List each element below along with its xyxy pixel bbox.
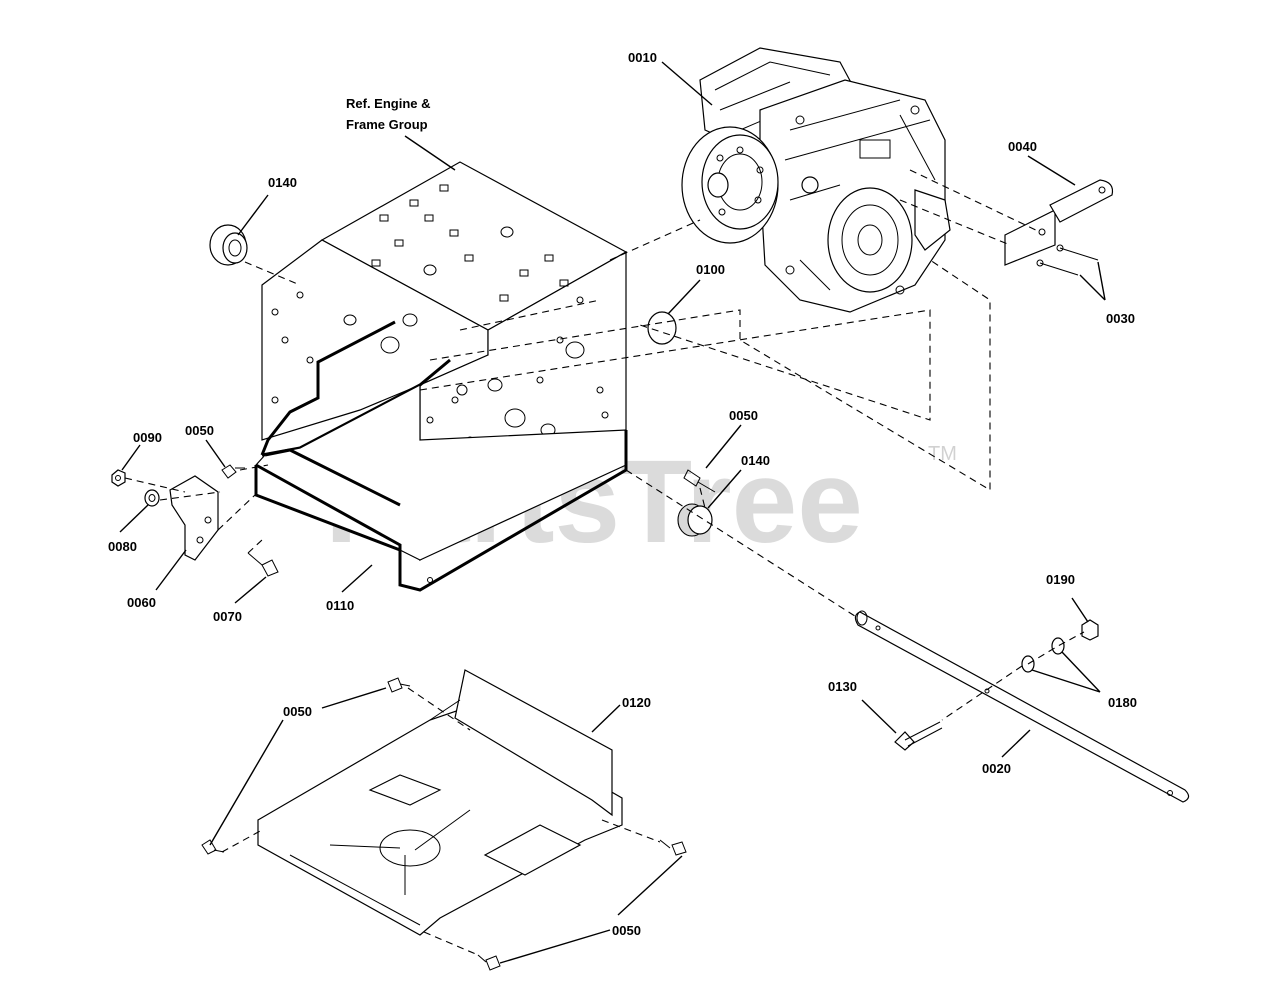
callout-0190: 0190 <box>1046 572 1075 587</box>
callout-labels: Ref. Engine & Frame Group 0010 0040 0030… <box>108 50 1137 938</box>
pan-back-wall <box>454 669 613 817</box>
washer-0080 <box>144 489 160 507</box>
callout-0060: 0060 <box>127 595 156 610</box>
bolt-0070 <box>247 552 279 577</box>
callout-0030: 0030 <box>1106 311 1135 326</box>
callout-0180: 0180 <box>1108 695 1137 710</box>
callout-0140-mid: 0140 <box>741 453 770 468</box>
callout-0100: 0100 <box>696 262 725 277</box>
callout-0090: 0090 <box>133 430 162 445</box>
bracket-0040 <box>1004 179 1114 266</box>
leader-lines <box>119 61 1106 964</box>
frame-cutout-edge <box>260 320 396 456</box>
engine-0010 <box>681 47 951 313</box>
pan-body <box>257 707 623 936</box>
callout-0080: 0080 <box>108 539 137 554</box>
callout-0020: 0020 <box>982 761 1011 776</box>
bolt-0050-pan-right <box>659 839 687 856</box>
cover-0110 <box>254 384 628 592</box>
engine-gear-cover <box>827 187 913 293</box>
bolt-0050-mid <box>683 469 716 493</box>
callout-0130: 0130 <box>828 679 857 694</box>
cover-inner-edge <box>264 448 401 507</box>
bolts-0030 <box>1036 244 1099 276</box>
bracket-plate <box>1004 209 1056 266</box>
callout-0110: 0110 <box>326 598 354 613</box>
reference-note-line2: Frame Group <box>346 117 428 132</box>
callout-0050-pan-bottom: 0050 <box>612 923 641 938</box>
bushing-0140-top <box>209 224 248 266</box>
callout-0070: 0070 <box>213 609 242 624</box>
axle-shaft <box>854 611 1190 803</box>
callout-0050-pan-top: 0050 <box>283 704 312 719</box>
frame-top-slots <box>371 184 569 302</box>
axle-0020 <box>854 610 1190 803</box>
reference-note-line1: Ref. Engine & <box>346 96 431 111</box>
pan-label-right <box>483 824 582 876</box>
bracket-0060 <box>169 475 219 561</box>
bracket-0060-body <box>169 475 219 561</box>
plug-0100 <box>647 311 677 345</box>
engine-bracket <box>914 189 951 251</box>
pan-label-left <box>368 774 442 806</box>
callout-0050-left: 0050 <box>185 423 214 438</box>
cover-bottom-edge <box>254 465 401 552</box>
callout-0010: 0010 <box>628 50 657 65</box>
callout-0050-mid: 0050 <box>729 408 758 423</box>
bushing-0140-mid <box>677 503 713 537</box>
callout-0120: 0120 <box>622 695 651 710</box>
pan-0120 <box>257 669 623 936</box>
assembly-dashed-lines <box>124 169 1085 956</box>
bolt-0050-left <box>221 464 245 479</box>
bolt-0050-pan-top <box>387 677 411 693</box>
nut-0090 <box>111 469 126 487</box>
bolt-0050-pan-bottom <box>477 954 501 971</box>
cover-front-edge <box>255 430 628 592</box>
watermark-trademark: TM <box>928 443 957 465</box>
nut-0190 <box>1081 619 1099 641</box>
callout-0140-top: 0140 <box>268 175 297 190</box>
callout-0040: 0040 <box>1008 139 1037 154</box>
bolt-0130 <box>894 721 943 751</box>
bracket-arm <box>1049 179 1114 223</box>
bolt-0050-pan-left <box>201 839 225 855</box>
